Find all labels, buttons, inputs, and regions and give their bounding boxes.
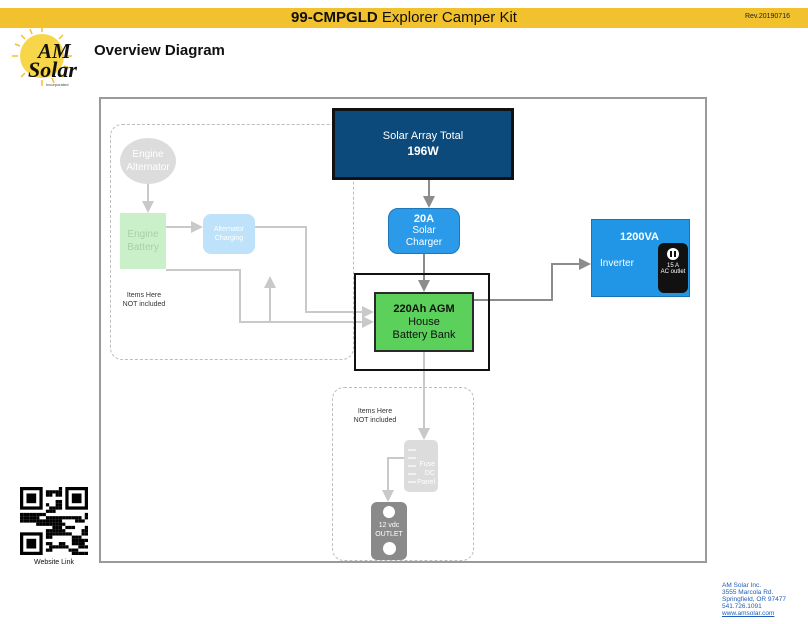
ac-outlet-label: AC outlet (660, 269, 686, 275)
address-city: Springfield, OR 97477 (722, 596, 786, 603)
charger-label-1: Solar (412, 225, 436, 236)
address-street: 3555 Marcola Rd. (722, 589, 774, 596)
fuse-label-2: DC (424, 470, 435, 477)
alternator-label-2: Alternator (126, 162, 170, 173)
note-bottom-line-1: Items Here (357, 408, 393, 415)
alternator-label-1: Engine (132, 149, 164, 160)
wire-engine-battery-to-bank (166, 269, 374, 328)
diagram-frame (99, 97, 707, 563)
wire-alt-charging-to-bank (255, 226, 374, 318)
ac-outlet: 15 A AC outlet (658, 243, 688, 293)
alt-charging-label-1: Alternator (213, 226, 245, 233)
qr-label: Website Link (34, 559, 74, 566)
inverter-rating: 1200VA (620, 231, 659, 243)
not-included-left-region (110, 124, 354, 360)
inverter-label: Inverter (600, 258, 634, 269)
website-link[interactable]: www.amsolar.com (722, 610, 775, 617)
dc-socket-icon (382, 542, 396, 555)
solar-array-box: Solar Array Total 196W (332, 108, 514, 180)
not-included-note-left: Items Here NOT included (103, 291, 185, 309)
fuse-label-3: Panel (417, 479, 435, 486)
alternator-charging-node: Alternator Charging (203, 214, 255, 254)
dc-outlet-icon (383, 506, 395, 518)
engine-battery-label-1: Engine (127, 229, 159, 240)
battery-label-2: Battery Bank (392, 328, 456, 341)
solar-array-label: Solar Array Total (382, 130, 464, 142)
engine-battery-node: Engine Battery (120, 213, 166, 269)
solar-charger-box: 20A Solar Charger (388, 208, 460, 254)
battery-label-1: House (408, 315, 440, 328)
charger-amps: 20A (413, 213, 435, 225)
dc-outlet-label-2: OUTLET (375, 531, 403, 538)
ac-plug-icon (667, 248, 679, 260)
engine-battery-label-2: Battery (127, 242, 159, 253)
header-bar (0, 8, 808, 28)
am-solar-logo: AM Solar Incorporated (12, 26, 77, 87)
not-included-bottom-region (332, 387, 474, 561)
logo-solar: Solar (28, 57, 77, 82)
company-address: AM Solar Inc. 3555 Marcola Rd. Springfie… (722, 582, 786, 617)
fuse-panel-icon (408, 449, 416, 483)
ac-outlet-amps: 15 A (666, 263, 679, 269)
battery-capacity: 220Ah AGM (393, 302, 455, 315)
not-included-note-bottom: Items Here NOT included (334, 407, 416, 425)
battery-bank-frame (354, 273, 490, 371)
note-left-line-2: NOT included (122, 301, 166, 308)
revision-label: Rev.20190716 (744, 13, 790, 20)
address-company: AM Solar Inc. (722, 582, 762, 589)
house-battery-bank-box: 220Ah AGM House Battery Bank (374, 292, 474, 352)
logo-sub: Incorporated (46, 82, 68, 87)
address-phone: 541.726.1091 (722, 603, 762, 610)
charger-label-2: Charger (405, 237, 443, 248)
note-bottom-line-2: NOT included (353, 417, 397, 424)
model-number: 99-CMPGLD (291, 9, 378, 26)
diagram-heading: Overview Diagram (94, 42, 225, 59)
solar-array-watts: 196W (407, 144, 439, 158)
kit-name: Explorer Camper Kit (381, 9, 517, 26)
fuse-label-1: Fuse (419, 461, 435, 468)
logo-am: AM (36, 39, 72, 63)
dc-outlet-node: 12 vdc OUTLET (371, 502, 407, 560)
sun-logo-icon (12, 26, 72, 86)
page-title: 99-CMPGLD Explorer Camper Kit (0, 8, 808, 28)
fuse-dc-panel-node: Fuse DC Panel (404, 440, 438, 492)
engine-alternator-node: Engine Alternator (120, 138, 176, 184)
wire-fuse-to-outlet (382, 457, 404, 502)
wire-bank-to-inverter (474, 258, 591, 301)
alt-charging-label-2: Charging (214, 235, 244, 242)
note-left-line-1: Items Here (126, 292, 162, 299)
dc-outlet-label-1: 12 vdc (378, 522, 400, 529)
qr-code-icon[interactable] (20, 487, 88, 555)
